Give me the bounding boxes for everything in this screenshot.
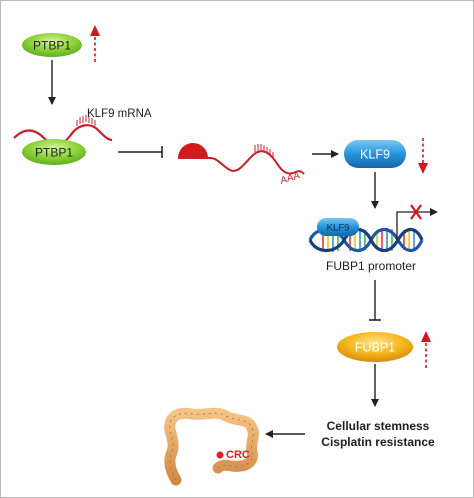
crc-label: CRC bbox=[226, 449, 250, 461]
stemness-label: Cellular stemness bbox=[327, 419, 430, 433]
ptbp1-inhibits-translation bbox=[118, 146, 163, 158]
ribosome-icon bbox=[178, 143, 208, 158]
fubp1-node: FUBP1 bbox=[337, 332, 413, 362]
klf9-down-arrow bbox=[418, 138, 428, 174]
ptbp1-bound-node: PTBP1 bbox=[22, 139, 86, 165]
klf9-bound-label: KLF9 bbox=[327, 223, 350, 234]
klf9-mrna-label: KLF9 mRNA bbox=[87, 108, 152, 120]
promoter-inhibits-fubp1 bbox=[369, 280, 381, 321]
ptbp1-label: PTBP1 bbox=[33, 39, 71, 53]
cisplatin-label: Cisplatin resistance bbox=[321, 435, 435, 449]
klf9-bound-node: KLF9 bbox=[317, 218, 359, 236]
ptbp1-node: PTBP1 bbox=[22, 33, 82, 57]
klf9-node: KLF9 bbox=[344, 140, 406, 168]
ptbp1-up-arrow bbox=[90, 25, 100, 62]
tumor-dot bbox=[216, 451, 224, 459]
blocked-x-icon bbox=[410, 204, 422, 220]
ptbp1-bound-label: PTBP1 bbox=[35, 146, 73, 160]
fubp1-up-arrow bbox=[421, 331, 431, 368]
klf9-mrna-strand bbox=[13, 115, 113, 146]
polya-tail-label: AAA bbox=[278, 170, 302, 187]
ribosome-mrna: AAA bbox=[178, 143, 305, 187]
fubp1-label: FUBP1 bbox=[355, 341, 395, 355]
colon-icon: CRC bbox=[164, 407, 259, 486]
klf9-label: KLF9 bbox=[360, 148, 390, 162]
fubp1-promoter-label: FUBP1 promoter bbox=[326, 259, 416, 273]
transcription-blocked-arrow bbox=[396, 204, 438, 240]
